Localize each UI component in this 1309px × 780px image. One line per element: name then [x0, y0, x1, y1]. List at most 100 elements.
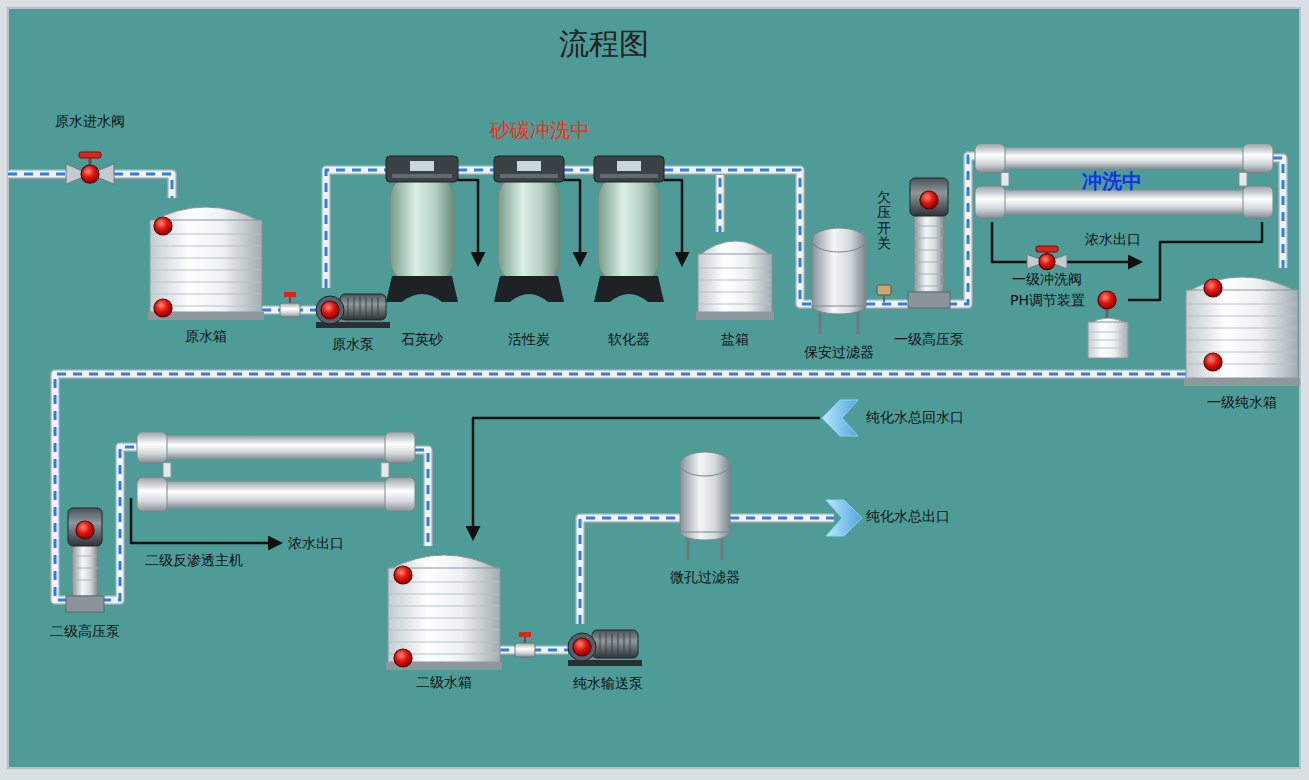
valve-handle [284, 292, 296, 297]
indicator-light [154, 217, 172, 235]
control-screen [617, 161, 641, 171]
outlet-label: 浓水出口 [288, 535, 344, 552]
tube-link [1001, 172, 1009, 186]
tank-base [1184, 378, 1300, 386]
equipment-drawing [150, 198, 262, 320]
pipe-body [948, 156, 975, 304]
equipment-label: 二级反渗透主机 [145, 552, 243, 569]
pipe-flow [866, 303, 910, 306]
equipment-drawing [137, 430, 415, 516]
motor-fin [348, 297, 349, 317]
pipe-body [730, 515, 834, 522]
pipe-outline [326, 170, 386, 288]
tank-rib [699, 292, 771, 293]
equipment-label: 原水泵 [332, 336, 374, 353]
pipe-flow [458, 169, 494, 172]
pipe-flow [55, 374, 1186, 600]
equipment-group [386, 555, 502, 670]
tank-rib [1187, 316, 1297, 317]
pipe-outline [8, 169, 66, 179]
indicator-light [81, 165, 99, 183]
pipe-outline [55, 374, 1186, 600]
signal-line [564, 180, 580, 264]
cartridge-filter: 微孔过滤器 [680, 452, 730, 560]
equipment-drawing [68, 508, 102, 612]
pipe-body [564, 167, 594, 174]
pipe-body [326, 170, 386, 288]
signal-line [1067, 261, 1140, 264]
pipe-body [866, 301, 910, 308]
motor-fin [354, 297, 355, 317]
equipment-group [594, 156, 664, 302]
equipment-drawing [66, 152, 114, 186]
status-label: 砂碳冲洗中 [490, 118, 590, 142]
valve-handle [1036, 246, 1058, 252]
tank-rib [151, 294, 261, 295]
motor-fin [366, 297, 367, 317]
high-pressure-pump: 二级高压泵 [68, 508, 102, 612]
high-pressure-pump: 一级高压泵 [910, 178, 948, 308]
tank-rib [1187, 340, 1297, 341]
equipment-label: 原水进水阀 [55, 113, 125, 130]
equipment-drawing [316, 288, 390, 328]
pump-stage [915, 238, 943, 239]
filter-vessel: 石英砂 [386, 156, 458, 302]
filter-vessel: 活性炭 [494, 156, 564, 302]
tube-link [163, 463, 171, 478]
valve-handle [519, 632, 531, 637]
pipe-flow [730, 517, 834, 520]
pipe-body [1273, 158, 1283, 268]
membrane-tube [151, 436, 401, 459]
end-cap [975, 144, 1005, 173]
signal-line [458, 180, 478, 264]
pipe-body [114, 174, 172, 198]
tank-rib [699, 280, 771, 281]
indicator-light [394, 566, 412, 584]
equipment-drawing [812, 228, 866, 334]
pipe-connector [55, 374, 1186, 600]
motor-fin [378, 297, 379, 317]
pipe-body [415, 450, 428, 546]
pipe-connector [564, 170, 594, 171]
tube-link [1239, 172, 1247, 186]
end-cap [385, 477, 415, 511]
pump-head [568, 633, 596, 661]
pipe-flow [580, 518, 680, 624]
pipe-flow [114, 174, 172, 198]
equipment-label: 软化器 [608, 331, 650, 348]
tank-rib [151, 258, 261, 259]
pump-motor [592, 630, 638, 658]
pump-stage [73, 556, 97, 557]
pump-stage [73, 580, 97, 581]
indicator-light [154, 299, 172, 317]
membrane-tube [151, 481, 401, 507]
pump-motor [68, 508, 102, 546]
pipe-outline [102, 447, 137, 600]
diagram-title: 流程图 [559, 26, 649, 62]
indicator-light [394, 649, 412, 667]
equipment-drawing [594, 156, 664, 302]
tank-rib [151, 282, 261, 283]
tank-rib [1089, 332, 1127, 333]
valve-stem [524, 636, 526, 643]
vessel-dome [812, 228, 866, 252]
tank-rib [389, 642, 499, 643]
outlet-arrow [826, 500, 862, 536]
tank-rib [699, 304, 771, 305]
motor-fin [606, 633, 607, 655]
equipment-label: 二级高压泵 [50, 623, 120, 640]
switch-label: 欠压开关 [877, 190, 891, 252]
pipe-flow [564, 169, 594, 172]
valve-symbol: 一级冲洗阀 [1027, 246, 1067, 270]
equipment-group [975, 144, 1273, 218]
equipment-drawing [680, 452, 730, 560]
equipment-group [908, 178, 950, 308]
pipe-connector [580, 518, 680, 624]
pipe-body [458, 167, 494, 174]
equipment-label: 冲洗中 [1082, 169, 1142, 193]
equipment-label: 纯水输送泵 [573, 675, 643, 692]
signal-line [992, 222, 1027, 262]
equipment-label: 二级水箱 [416, 674, 472, 691]
indicator-light [1204, 353, 1222, 371]
